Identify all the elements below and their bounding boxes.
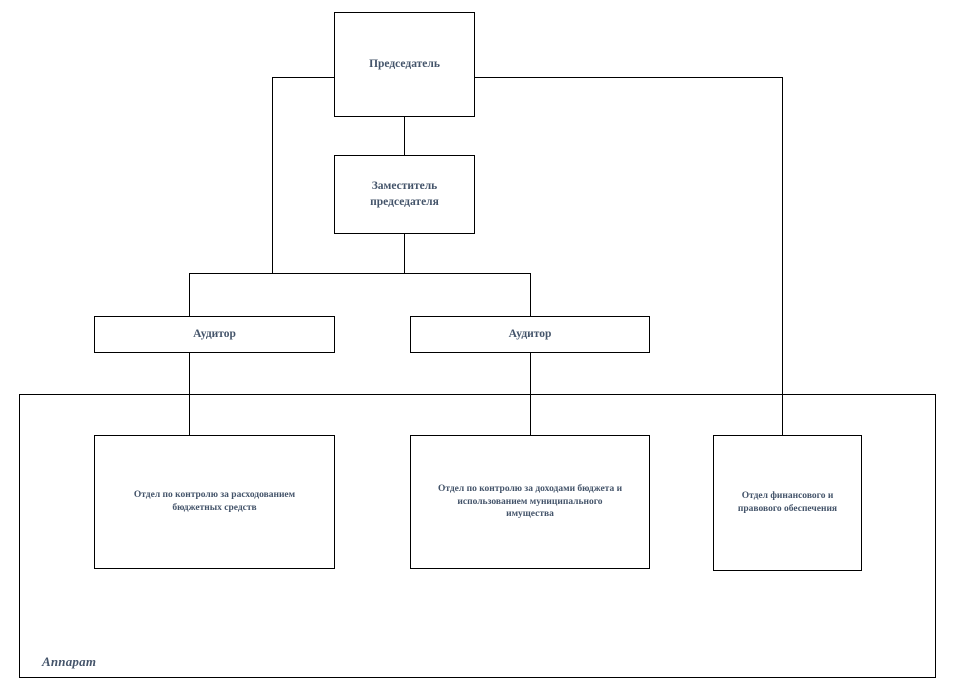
connector-chairman-horizontal-bus bbox=[272, 77, 783, 78]
node-auditor-2[interactable]: Аудитор bbox=[410, 316, 650, 353]
connector-auditors-horizontal-bus bbox=[189, 273, 531, 274]
node-department-budget-revenue-and-municipal-property-control[interactable]: Отдел по контролю за доходами бюджета и … bbox=[410, 435, 650, 569]
connector-deputy-to-auditors bbox=[404, 233, 405, 274]
connector-chairman-right-drop bbox=[782, 77, 783, 435]
node-deputy-chairman[interactable]: Заместитель председателя bbox=[334, 155, 475, 234]
node-department-financial-and-legal-support[interactable]: Отдел финансового и правового обеспечени… bbox=[713, 435, 862, 571]
node-department-budget-expenditure-control[interactable]: Отдел по контролю за расходованием бюдже… bbox=[94, 435, 335, 569]
node-auditor-1[interactable]: Аудитор bbox=[94, 316, 335, 353]
connector-chairman-left-drop bbox=[272, 77, 273, 274]
node-department-financial-and-legal-support-label: Отдел финансового и правового обеспечени… bbox=[737, 491, 838, 514]
node-chairman[interactable]: Председатель bbox=[334, 12, 475, 117]
apparatus-caption: Аппарат bbox=[42, 654, 97, 669]
node-department-budget-revenue-and-municipal-property-control-label: Отдел по контролю за доходами бюджета и … bbox=[437, 483, 623, 520]
apparatus-container bbox=[19, 394, 936, 678]
connector-chairman-to-deputy bbox=[404, 116, 405, 155]
connector-auditor-2-drop bbox=[530, 273, 531, 435]
node-department-budget-expenditure-control-label: Отдел по контролю за расходованием бюдже… bbox=[133, 490, 296, 513]
node-auditor-1-label: Аудитор bbox=[193, 327, 236, 340]
node-chairman-label: Председатель bbox=[369, 57, 440, 70]
node-auditor-2-label: Аудитор bbox=[508, 327, 552, 340]
connector-auditor-1-drop bbox=[189, 273, 190, 435]
node-deputy-chairman-label: Заместитель председателя bbox=[370, 179, 439, 208]
